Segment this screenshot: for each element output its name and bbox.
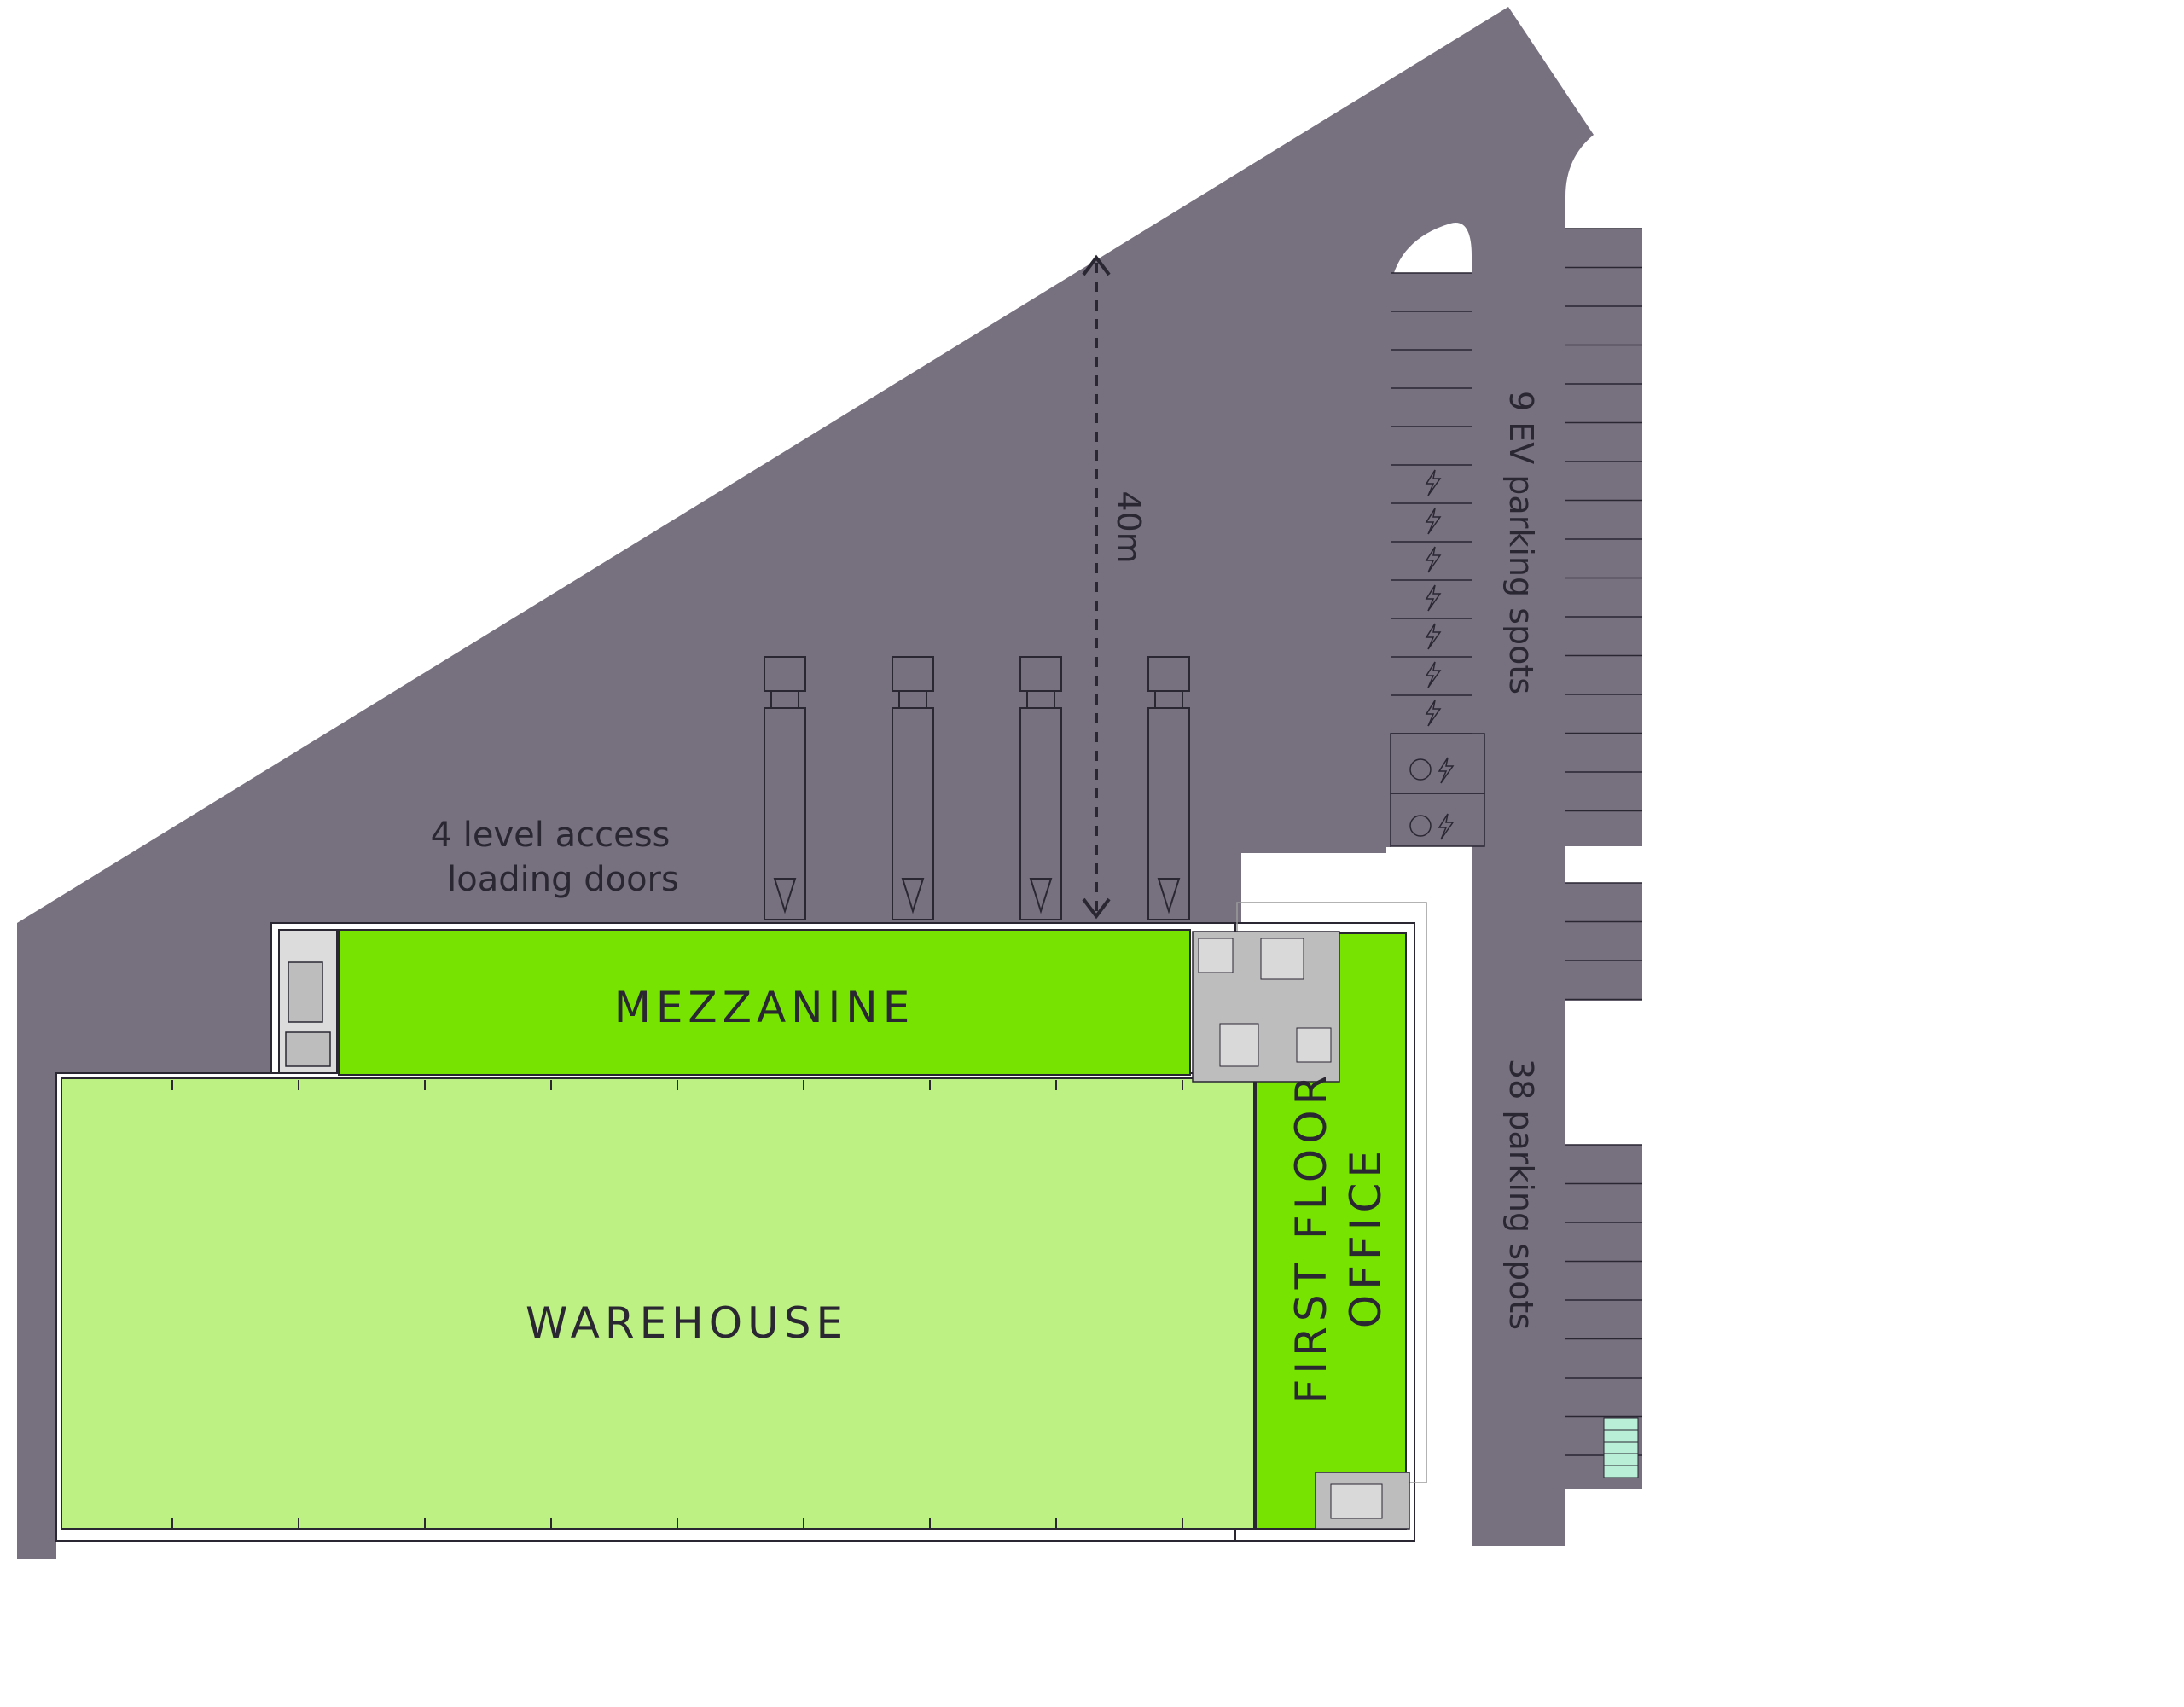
wc-block-2 (1219, 1023, 1259, 1067)
triangle-marker-icon (1029, 878, 1053, 914)
yard-gap-fill (17, 1077, 56, 1080)
stair-core-top (1260, 938, 1304, 980)
bike-stand-lines (1604, 1429, 1638, 1466)
mezzanine-area (338, 929, 1191, 1076)
column-ticks (171, 1080, 1183, 1529)
wheelchair-icon (1409, 758, 1432, 781)
loading-lane (764, 707, 806, 920)
parking-bays-right (1565, 228, 1642, 1456)
triangle-marker-icon (773, 878, 797, 914)
accessible-bay (1390, 793, 1485, 847)
loading-lane (1147, 707, 1190, 920)
triangle-marker-icon (1157, 878, 1181, 914)
lightning-bolt-icon (1425, 546, 1442, 573)
loading-doors-label-line1: 4 level access (431, 816, 671, 855)
loading-docks (764, 656, 1190, 920)
ev-parking-strip (1391, 273, 1472, 846)
stair-flight-bottom (1330, 1483, 1383, 1519)
dimension-arrow (1082, 254, 1111, 920)
lift-right (1296, 1027, 1332, 1063)
lightning-bolt-icon (1438, 757, 1455, 784)
lightning-bolt-icon (1425, 661, 1442, 688)
yard-left-upper (17, 923, 273, 1077)
loading-lane (892, 707, 934, 920)
wc-block-1 (1198, 938, 1234, 973)
mezzanine-label: MEZZANINE (614, 983, 915, 1032)
parking-row-right-mid (1565, 883, 1642, 1001)
lightning-bolt-icon (1425, 623, 1442, 650)
parking-row-right-upper (1565, 229, 1642, 846)
lightning-bolt-icon (1425, 508, 1442, 535)
lift-left (285, 1031, 331, 1067)
lightning-bolt-icon (1425, 584, 1442, 612)
loading-lane (1019, 707, 1062, 920)
ev-parking-column (1390, 272, 1485, 847)
dimension-label: 40m (1110, 491, 1147, 563)
office-label-line1: FIRST FLOOR (1287, 1071, 1336, 1404)
lightning-bolt-icon (1438, 813, 1455, 840)
warehouse-area (61, 1077, 1255, 1530)
warehouse-label: WAREHOUSE (526, 1298, 848, 1348)
loading-doors-label-line2: loading doors (447, 860, 679, 899)
ev-parking-label: 9 EV parking spots (1502, 391, 1540, 694)
parking-label: 38 parking spots (1502, 1059, 1540, 1330)
bike-stand (1603, 1417, 1639, 1478)
stair-flight-left (288, 961, 323, 1023)
triangle-marker-icon (901, 878, 925, 914)
lightning-bolt-icon (1425, 700, 1442, 727)
office-label-line2: OFFICE (1341, 1146, 1391, 1328)
lightning-bolt-icon (1425, 469, 1442, 496)
wheelchair-icon (1409, 815, 1432, 837)
parking-row-bottom (1472, 1450, 1565, 1546)
